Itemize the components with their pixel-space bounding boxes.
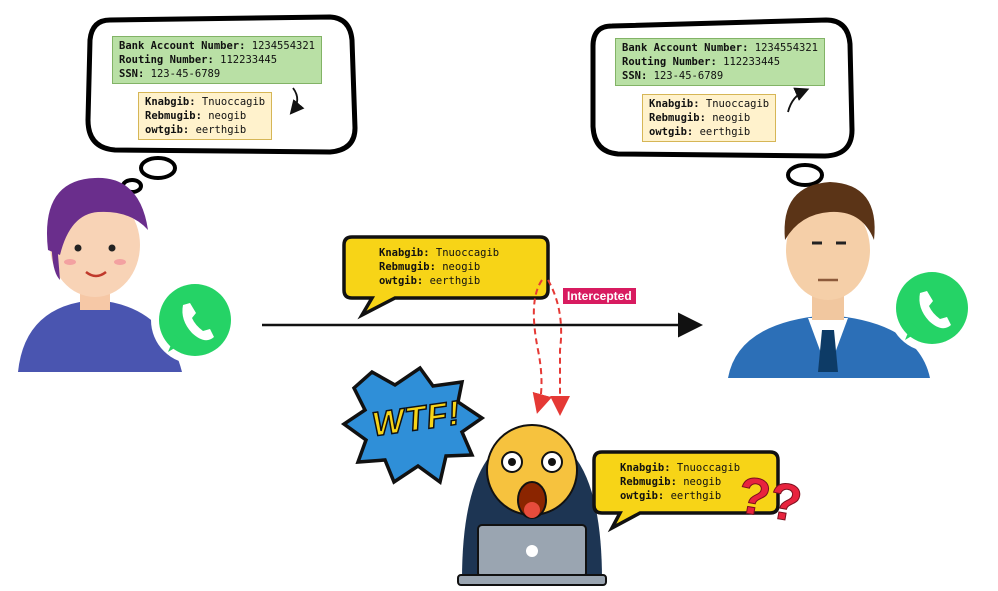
cipher-value-2: neogib bbox=[712, 112, 751, 124]
routing-value: 112233445 bbox=[220, 54, 278, 66]
hacker-label-3: owtgib: bbox=[620, 490, 665, 502]
ssn-label: SSN: bbox=[119, 68, 145, 80]
hacker-value-3: eerthgib bbox=[670, 490, 722, 502]
intercept-dashed-arrow bbox=[532, 279, 552, 414]
cipher-label-3: owtgib: bbox=[145, 124, 190, 136]
message-value-3: eerthgib bbox=[429, 275, 481, 287]
receiver-whatsapp-icon bbox=[888, 264, 976, 352]
sender-whatsapp-icon bbox=[151, 276, 239, 364]
cipher-value-3: eerthgib bbox=[699, 126, 751, 138]
question-marks-icon: ?? bbox=[733, 465, 807, 535]
intercepted-label: Intercepted bbox=[563, 288, 636, 304]
hacker-speech-bubble bbox=[592, 450, 780, 533]
receiver-avatar bbox=[728, 182, 930, 378]
message-label-1: Knabgib: bbox=[379, 247, 430, 259]
hacker-label-2: Rebmugib: bbox=[620, 476, 677, 488]
receiver-plain-data: Bank Account Number: 1234554321 Routing … bbox=[615, 38, 825, 86]
routing-label: Routing Number: bbox=[622, 56, 717, 68]
cipher-value-3: eerthgib bbox=[195, 124, 247, 136]
cipher-label-2: Rebmugib: bbox=[649, 112, 706, 124]
sender-cipher-data: Knabgib: Tnuoccagib Rebmugib: neogib owt… bbox=[138, 92, 273, 140]
cipher-value-1: Tnuoccagib bbox=[705, 98, 770, 110]
laptop-icon bbox=[457, 524, 607, 586]
message-label-2: Rebmugib: bbox=[379, 261, 436, 273]
message-value-1: Tnuoccagib bbox=[435, 247, 500, 259]
hacker-value-2: neogib bbox=[683, 476, 722, 488]
message-bubble-text: Knabgib: Tnuoccagib Rebmugib: neogib owt… bbox=[379, 246, 499, 288]
account-value: 1234554321 bbox=[251, 40, 315, 52]
ssn-label: SSN: bbox=[622, 70, 648, 82]
cipher-value-2: neogib bbox=[208, 110, 247, 122]
ssn-value: 123-45-6789 bbox=[150, 68, 221, 80]
receiver-cipher-data: Knabgib: Tnuoccagib Rebmugib: neogib owt… bbox=[642, 94, 777, 142]
routing-value: 112233445 bbox=[723, 56, 781, 68]
cipher-label-1: Knabgib: bbox=[649, 98, 700, 110]
sender-avatar bbox=[18, 177, 182, 372]
routing-label: Routing Number: bbox=[119, 54, 214, 66]
cipher-label-2: Rebmugib: bbox=[145, 110, 202, 122]
sender-plain-data: Bank Account Number: 1234554321 Routing … bbox=[112, 36, 322, 84]
hacker-value-1: Tnuoccagib bbox=[676, 462, 741, 474]
hacker-bubble-text: Knabgib: Tnuoccagib Rebmugib: neogib owt… bbox=[620, 461, 740, 503]
message-value-2: neogib bbox=[442, 261, 481, 273]
intercept-dashed-arrow-2 bbox=[547, 279, 570, 416]
cipher-value-1: Tnuoccagib bbox=[201, 96, 266, 108]
hacker-label-1: Knabgib: bbox=[620, 462, 671, 474]
message-label-3: owtgib: bbox=[379, 275, 424, 287]
ssn-value: 123-45-6789 bbox=[653, 70, 724, 82]
wtf-burst-icon bbox=[340, 365, 486, 485]
account-value: 1234554321 bbox=[754, 42, 818, 54]
message-speech-bubble bbox=[342, 235, 550, 320]
cipher-label-3: owtgib: bbox=[649, 126, 694, 138]
account-label: Bank Account Number: bbox=[119, 40, 246, 52]
account-label: Bank Account Number: bbox=[622, 42, 749, 54]
cipher-label-1: Knabgib: bbox=[145, 96, 196, 108]
